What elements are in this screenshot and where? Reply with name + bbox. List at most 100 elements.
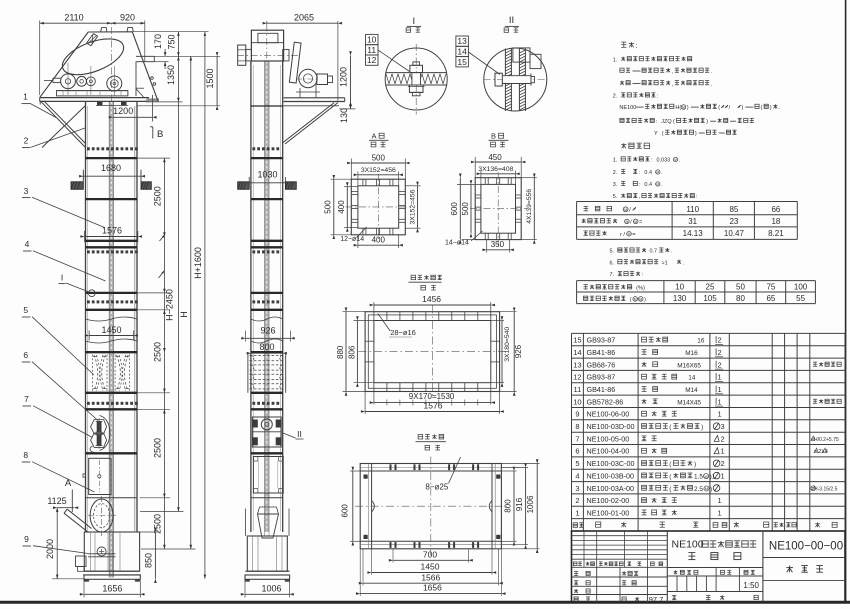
svg-text:=: = bbox=[639, 220, 643, 226]
svg-text:9: 9 bbox=[24, 534, 29, 544]
svg-text:2: 2 bbox=[721, 434, 725, 443]
svg-text:): ) bbox=[687, 105, 689, 111]
svg-text:4: 4 bbox=[575, 471, 579, 480]
svg-text:1500: 1500 bbox=[205, 68, 215, 88]
svg-text:100: 100 bbox=[794, 283, 808, 292]
svg-text:170: 170 bbox=[153, 34, 163, 49]
svg-text:/: / bbox=[623, 232, 625, 238]
svg-text:I: I bbox=[412, 16, 415, 27]
svg-text:8: 8 bbox=[575, 422, 579, 431]
svg-text:7: 7 bbox=[575, 434, 579, 443]
svg-text:1350: 1350 bbox=[166, 65, 176, 85]
svg-text:): ) bbox=[770, 105, 772, 111]
svg-text:3X152=456: 3X152=456 bbox=[361, 167, 396, 174]
svg-text:2110: 2110 bbox=[64, 12, 83, 22]
svg-text:NE100-03D-00: NE100-03D-00 bbox=[587, 422, 635, 431]
svg-text:2.: 2. bbox=[613, 170, 618, 176]
svg-text:806: 806 bbox=[348, 345, 357, 359]
svg-text:97.7: 97.7 bbox=[649, 595, 664, 604]
svg-text:13: 13 bbox=[573, 360, 581, 369]
svg-text:7: 7 bbox=[24, 394, 29, 404]
svg-text:2500: 2500 bbox=[153, 186, 163, 206]
svg-text:8−ø25: 8−ø25 bbox=[425, 482, 448, 491]
svg-text:75: 75 bbox=[766, 283, 775, 292]
svg-text:M14: M14 bbox=[685, 387, 698, 394]
svg-text:(: ( bbox=[669, 424, 672, 431]
svg-text:NE100−00−00: NE100−00−00 bbox=[769, 541, 843, 553]
svg-text:H: H bbox=[179, 311, 189, 318]
svg-text:1200: 1200 bbox=[113, 106, 133, 116]
svg-text:16: 16 bbox=[697, 338, 705, 345]
svg-text:M16X65: M16X65 bbox=[677, 362, 701, 369]
svg-text::: : bbox=[639, 170, 641, 176]
svg-text:5: 5 bbox=[23, 305, 28, 315]
svg-text:=: = bbox=[814, 449, 817, 455]
svg-text:3X136=408: 3X136=408 bbox=[478, 166, 513, 173]
svg-text:B: B bbox=[157, 129, 163, 140]
svg-text:): ) bbox=[701, 424, 703, 431]
svg-text:400: 400 bbox=[372, 236, 386, 245]
svg-text::: : bbox=[642, 272, 644, 278]
svg-text:3X152=456: 3X152=456 bbox=[409, 189, 416, 224]
svg-text:H+1600: H+1600 bbox=[193, 247, 203, 279]
svg-text:9: 9 bbox=[575, 410, 579, 419]
svg-text::: : bbox=[651, 158, 653, 164]
svg-text:1.: 1. bbox=[613, 57, 618, 63]
svg-text:700: 700 bbox=[423, 549, 437, 559]
svg-text:/: / bbox=[629, 207, 631, 214]
svg-text:NE100: NE100 bbox=[619, 105, 636, 111]
svg-text:GB41-86: GB41-86 bbox=[587, 348, 616, 357]
svg-text:80: 80 bbox=[736, 294, 745, 303]
svg-text:10: 10 bbox=[675, 283, 684, 292]
svg-text:15: 15 bbox=[573, 336, 581, 345]
svg-text:5: 5 bbox=[575, 459, 579, 468]
svg-text:2: 2 bbox=[718, 336, 722, 345]
svg-text:H(: H( bbox=[675, 105, 681, 111]
svg-text:(: ( bbox=[669, 486, 672, 493]
svg-text:GB93-87: GB93-87 bbox=[587, 373, 616, 382]
svg-text:M: M bbox=[656, 182, 659, 186]
svg-text:=H-3.15/2.5: =H-3.15/2.5 bbox=[811, 486, 838, 492]
svg-text:2: 2 bbox=[718, 360, 722, 369]
svg-text:10.47: 10.47 bbox=[724, 229, 745, 238]
svg-text::: : bbox=[636, 43, 638, 50]
svg-text:65: 65 bbox=[766, 294, 775, 303]
svg-text:750: 750 bbox=[166, 34, 176, 49]
svg-text:6: 6 bbox=[575, 447, 579, 456]
svg-text:/: / bbox=[729, 105, 731, 111]
svg-text:1:50: 1:50 bbox=[743, 581, 759, 590]
svg-text:1: 1 bbox=[721, 447, 725, 456]
svg-text:II: II bbox=[297, 429, 302, 439]
svg-text:M: M bbox=[628, 232, 631, 236]
svg-text:1: 1 bbox=[718, 385, 722, 394]
svg-text:12: 12 bbox=[367, 55, 377, 65]
svg-text:1: 1 bbox=[718, 410, 722, 419]
svg-text:5.: 5. bbox=[613, 194, 618, 200]
svg-text:1576: 1576 bbox=[424, 400, 443, 410]
svg-text:1006: 1006 bbox=[261, 583, 281, 593]
svg-text:1: 1 bbox=[718, 496, 722, 505]
svg-text:NE100: NE100 bbox=[672, 539, 704, 551]
svg-text:6.: 6. bbox=[610, 260, 615, 266]
svg-text:1: 1 bbox=[718, 373, 722, 382]
svg-text:.: . bbox=[779, 105, 781, 111]
svg-text:1030: 1030 bbox=[257, 170, 277, 180]
svg-text:800: 800 bbox=[259, 342, 274, 352]
svg-text:)1: )1 bbox=[710, 473, 716, 480]
svg-text:2500: 2500 bbox=[153, 438, 163, 458]
svg-text:500: 500 bbox=[324, 200, 333, 214]
svg-text:3: 3 bbox=[24, 186, 29, 196]
svg-text:14: 14 bbox=[573, 348, 581, 357]
svg-text:1: 1 bbox=[718, 397, 722, 406]
svg-text:=H/0.2+5.75: =H/0.2+5.75 bbox=[811, 437, 839, 443]
svg-text:500: 500 bbox=[461, 202, 470, 216]
svg-text:23: 23 bbox=[729, 217, 738, 226]
svg-text:.: . bbox=[661, 170, 663, 176]
svg-text:(: ( bbox=[662, 131, 664, 137]
svg-text:(: ( bbox=[673, 119, 675, 125]
svg-text:0.4: 0.4 bbox=[644, 182, 652, 188]
svg-text:GB93-87: GB93-87 bbox=[587, 336, 616, 345]
svg-text:Y: Y bbox=[654, 131, 658, 137]
svg-text:M: M bbox=[639, 297, 642, 301]
svg-text:1.5: 1.5 bbox=[694, 473, 703, 480]
